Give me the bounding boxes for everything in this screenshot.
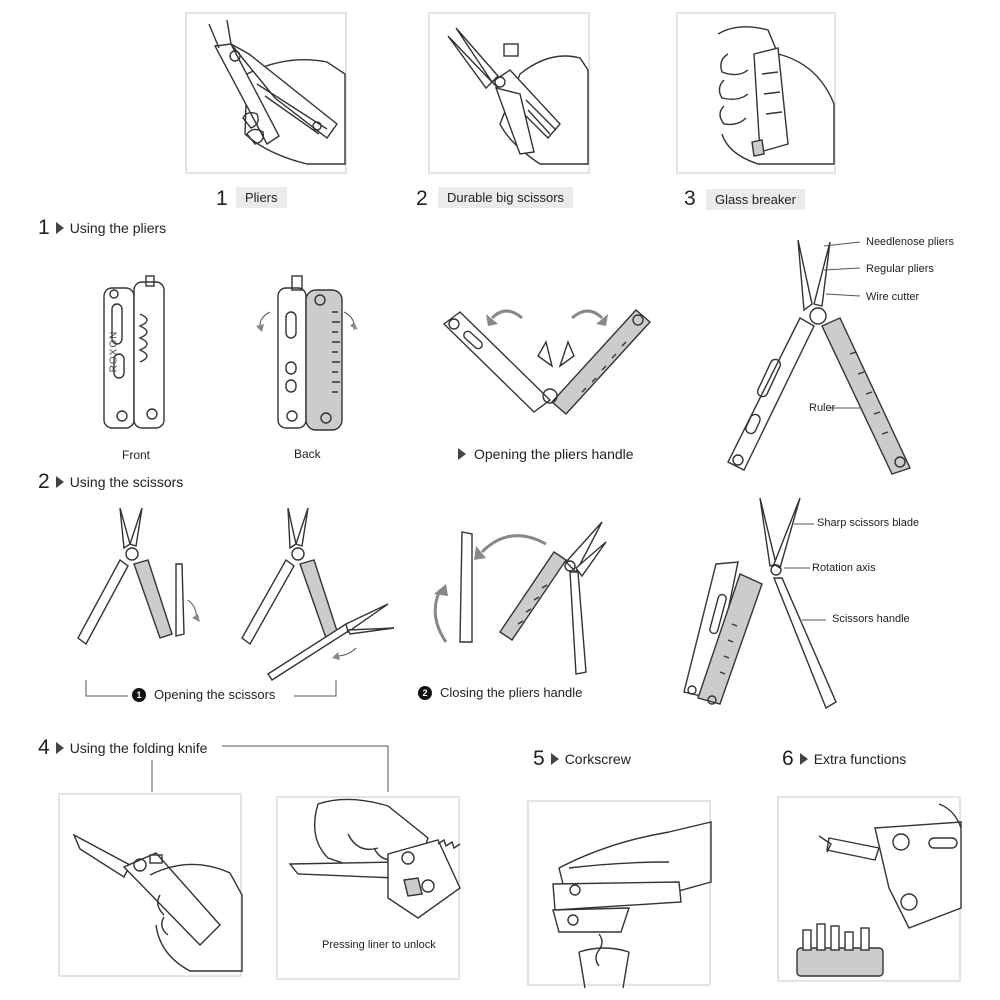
opening-scissors-caption: 1 Opening the scissors (132, 687, 275, 702)
scissors-handle-callout: Scissors handle (832, 613, 910, 625)
section-6-title: Extra functions (813, 751, 907, 767)
hand-holding-pliers-illustration (208, 19, 346, 165)
play-arrow-icon (55, 222, 64, 234)
pressing-liner-illustration (288, 798, 461, 919)
knife-connector-lines (151, 745, 389, 792)
section-5-number: 5 (533, 747, 545, 770)
corkscrew-photo (527, 800, 712, 989)
bit-driver-and-bits-illustration (796, 803, 962, 977)
section-2-title: Using the scissors (69, 474, 184, 490)
play-arrow-icon (550, 753, 559, 765)
step-bracket (85, 680, 337, 697)
pliers-callout-drawing (727, 239, 911, 475)
scissors-callout-drawing (683, 497, 837, 710)
section-4-number: 4 (38, 736, 50, 759)
closing-pliers-drawing (433, 521, 607, 675)
step-1-marker: 1 (132, 687, 146, 702)
glass-breaker-photo (676, 12, 836, 174)
section-5-title: Corkscrew (564, 751, 631, 767)
knife-unlock-photo (276, 796, 461, 980)
step-1-label: Pliers (236, 187, 287, 208)
closing-pliers-caption: 2 Closing the pliers handle (418, 685, 582, 700)
front-label: Front (122, 448, 151, 462)
play-arrow-icon (799, 753, 808, 765)
fist-holding-tool-illustration (717, 26, 835, 165)
needlenose-callout: Needlenose pliers (866, 236, 955, 248)
scissors-step-a-drawing (77, 507, 200, 646)
knife-caption: Pressing liner to unlock (322, 939, 436, 951)
rotation-axis-callout: Rotation axis (812, 562, 876, 574)
ruler-callout: Ruler (809, 402, 836, 414)
regular-pliers-callout: Regular pliers (866, 263, 934, 275)
pliers-front-drawing (103, 275, 165, 429)
hand-holding-knife-illustration (72, 833, 243, 972)
hand-holding-scissors-illustration (447, 27, 589, 165)
opening-pliers-drawing (442, 309, 652, 415)
section-2-heading: 2 Using the scissors (38, 470, 183, 494)
step-2-marker: 2 (418, 685, 432, 700)
step-3-number: 3 (684, 187, 696, 210)
pliers-back-drawing (256, 275, 358, 431)
scissors-photo (428, 12, 590, 174)
opening-pliers-caption: Opening the pliers handle (458, 446, 634, 462)
opening-scissors-text: Opening the scissors (154, 687, 276, 702)
pliers-photo (185, 12, 347, 174)
knife-open-photo (58, 793, 243, 977)
scissors-step-b-drawing (241, 507, 395, 681)
step-1-number: 1 (216, 187, 228, 210)
section-2-number: 2 (38, 470, 50, 493)
section-1-number: 1 (38, 216, 50, 239)
play-arrow-icon (55, 742, 64, 754)
step-2-number: 2 (416, 187, 428, 210)
brand-mark: ROXON (108, 330, 120, 373)
blade-callout: Sharp scissors blade (817, 517, 920, 529)
play-arrow-icon (458, 448, 466, 460)
section-6-heading: 6 Extra functions (782, 747, 906, 771)
opening-pliers-text: Opening the pliers handle (474, 446, 634, 462)
section-4-title: Using the folding knife (69, 740, 208, 756)
wire-cutter-callout: Wire cutter (866, 291, 920, 303)
step-3-label: Glass breaker (706, 189, 805, 210)
section-6-number: 6 (782, 747, 794, 770)
section-1-title: Using the pliers (69, 220, 167, 236)
section-4-heading: 4 Using the folding knife (38, 736, 207, 760)
back-label: Back (294, 447, 321, 461)
section-5-heading: 5 Corkscrew (533, 747, 631, 771)
closing-pliers-text: Closing the pliers handle (440, 685, 583, 700)
play-arrow-icon (55, 476, 64, 488)
section-1-heading: 1 Using the pliers (38, 216, 166, 240)
step-2-label: Durable big scissors (438, 187, 574, 208)
extra-functions-photo (777, 796, 962, 982)
corkscrew-on-bottle-illustration (552, 821, 712, 989)
